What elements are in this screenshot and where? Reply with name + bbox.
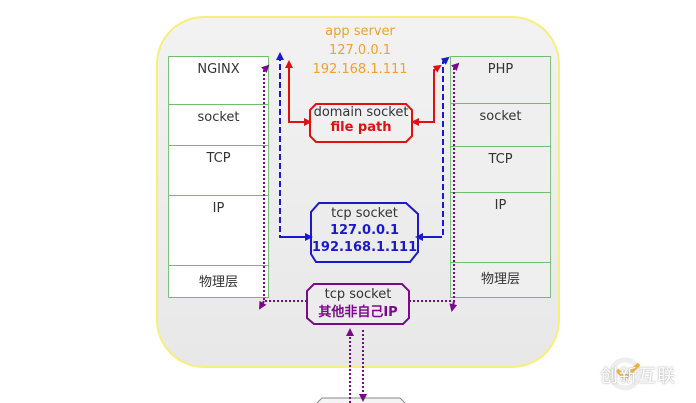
php-tcp-remote-arrow-head <box>449 300 458 312</box>
layer-physical: 物理层 <box>451 262 550 298</box>
tcp-socket-local-ip2: 192.168.1.111 <box>311 240 418 255</box>
tcp-socket-remote-node: tcp socket 其他非自己IP <box>307 286 409 322</box>
domain-socket-node: domain socket file path <box>310 105 412 135</box>
tcp-remote-arrows <box>259 62 460 403</box>
tcp-socket-local-label: tcp socket <box>331 206 398 221</box>
layer-tcp: TCP <box>451 146 550 192</box>
domain-socket-file-path: file path <box>330 120 392 135</box>
nginx-tcp-remote-arrow <box>260 64 307 302</box>
app-server-ip-loopback: 127.0.0.1 <box>328 43 392 58</box>
nginx-tcp-local-arrow <box>276 52 311 238</box>
php-tcp-local-arrow <box>418 56 450 238</box>
php-domain-arrow <box>414 64 442 123</box>
layer-nginx: NGINX <box>169 56 268 104</box>
nginx-tcp-remote-arrow-head <box>259 300 267 310</box>
watermark-text: 创新互联 <box>600 366 676 387</box>
php-tcp-remote-arrow <box>409 62 460 302</box>
tcp-socket-local-ip1: 127.0.0.1 <box>329 223 400 238</box>
layer-tcp: TCP <box>169 145 268 195</box>
layer-ip: IP <box>451 192 550 262</box>
watermark-logo-icon <box>608 357 642 391</box>
nginx-domain-arrow <box>285 60 308 123</box>
app-server-name: app server <box>325 24 395 39</box>
nginx-protocol-stack: NGINX socket TCP IP 物理层 <box>168 56 269 298</box>
layer-php: PHP <box>451 56 550 103</box>
tcp-socket-local-node: tcp socket 127.0.0.1 192.168.1.111 <box>311 205 418 256</box>
tcp-socket-remote-detail: 其他非自己IP <box>318 305 398 320</box>
layer-socket: socket <box>451 103 550 146</box>
external-host-box <box>316 397 406 403</box>
tcp-socket-remote-label: tcp socket <box>324 287 392 302</box>
app-server-title: app server 127.0.0.1 192.168.1.111 <box>300 22 420 79</box>
tcp-socket-local-box <box>310 202 419 263</box>
layer-physical: 物理层 <box>169 265 268 298</box>
layer-socket: socket <box>169 104 268 145</box>
php-protocol-stack: PHP socket TCP IP 物理层 <box>450 56 551 298</box>
layer-ip: IP <box>169 195 268 265</box>
domain-socket-label: domain socket <box>313 105 409 120</box>
tcp-local-arrows <box>276 52 450 241</box>
domain-socket-arrows <box>285 60 442 126</box>
app-server-ip-lan: 192.168.1.111 <box>312 62 408 77</box>
